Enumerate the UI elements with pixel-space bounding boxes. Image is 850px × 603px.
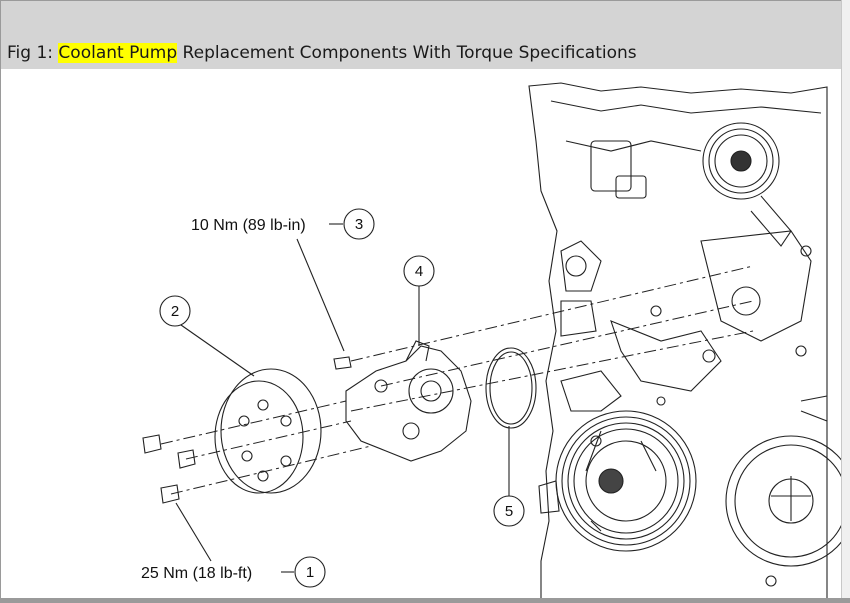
figure-header: Fig 1: Coolant Pump Replacement Componen…	[1, 1, 843, 69]
caption-rest: Replacement Components With Torque Speci…	[177, 43, 637, 63]
vertical-scrollbar[interactable]	[841, 0, 850, 603]
caption-highlight: Coolant Pump	[58, 43, 178, 63]
leader-lines	[175, 223, 510, 573]
pump-pulley-drawing	[214, 368, 322, 494]
callout-3: 3	[355, 216, 363, 233]
diagram-area: 2 3 4 5 1 10 Nm (89 lb-in) 25 Nm (18 lb-…	[1, 69, 850, 600]
ac-compressor-drawing	[725, 395, 850, 567]
bolts-drawing	[142, 356, 352, 504]
callout-5: 5	[505, 503, 513, 520]
callout-circle-1	[294, 556, 326, 588]
gasket-drawing	[485, 347, 537, 429]
callout-circle-3	[343, 208, 375, 240]
callout-1: 1	[306, 564, 314, 581]
figure-caption: Fig 1: Coolant Pump Replacement Componen…	[7, 43, 637, 63]
coolant-pump-drawing	[345, 340, 472, 462]
coolant-pump-diagram: 2 3 4 5 1 10 Nm (89 lb-in) 25 Nm (18 lb-…	[141, 82, 850, 600]
torque-label-bolt1: 25 Nm (18 lb-ft)	[141, 565, 252, 582]
callout-2: 2	[171, 303, 179, 320]
engine-block-drawing	[528, 82, 828, 600]
bottom-border	[0, 598, 850, 603]
torque-label-bolt3: 10 Nm (89 lb-in)	[191, 217, 306, 234]
alignment-lines	[160, 265, 754, 495]
callout-circle-2	[159, 295, 191, 327]
callout-circle-5	[493, 495, 525, 527]
tensioner-pulley-drawing	[702, 122, 792, 247]
callout-4: 4	[415, 263, 423, 280]
crankshaft-pulley-drawing	[555, 410, 697, 552]
caption-prefix: Fig 1:	[7, 43, 59, 63]
callout-circle-4	[403, 255, 435, 287]
